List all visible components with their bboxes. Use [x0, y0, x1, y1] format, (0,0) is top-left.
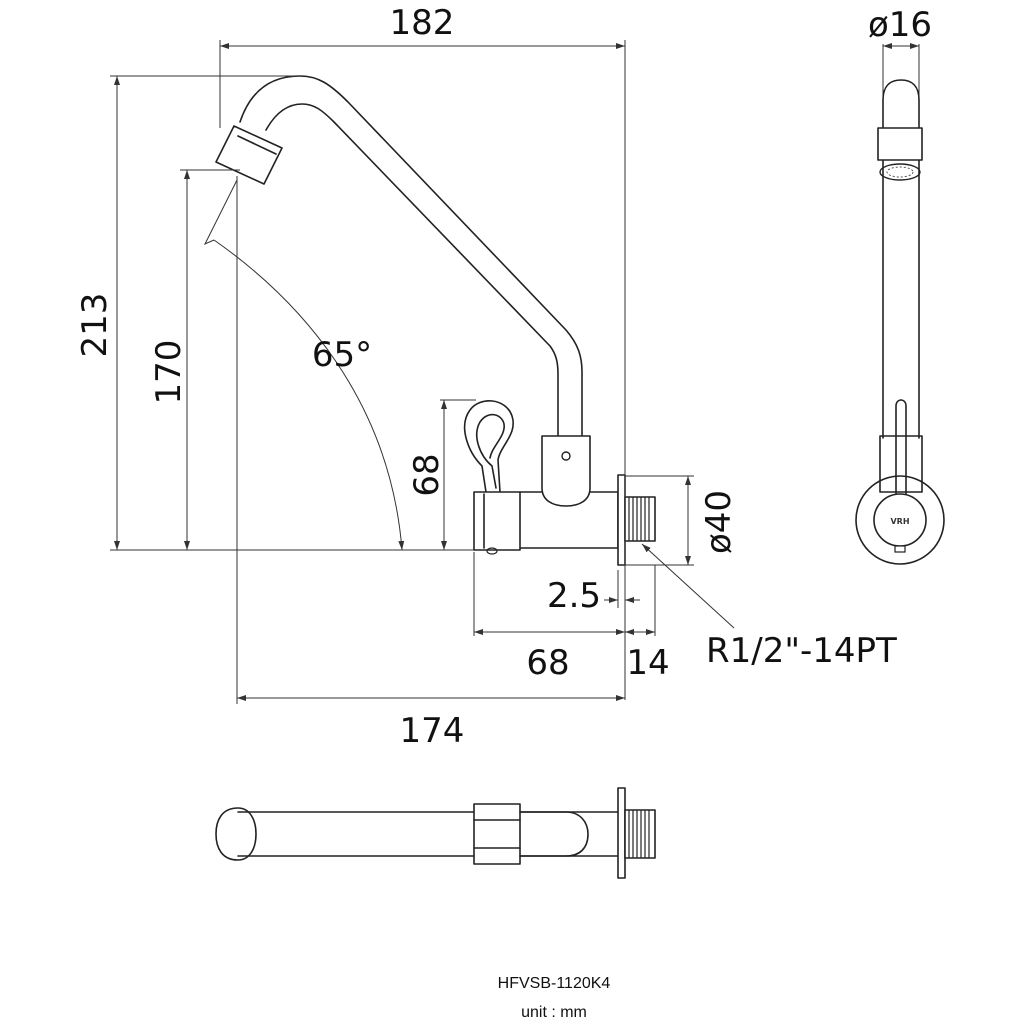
- thread-lines: [628, 497, 650, 541]
- thread-leader: [641, 543, 735, 629]
- spout-tube-inner: [265, 103, 559, 437]
- top-handle-block: [473, 803, 521, 865]
- side-aerator: [877, 127, 923, 161]
- angle-arc: [213, 239, 405, 551]
- top-thread-lines: [628, 810, 650, 858]
- dim-16-label: ø16: [868, 5, 932, 45]
- handle-block: [473, 491, 521, 551]
- top-view: [215, 787, 656, 879]
- dim-14-label: 14: [626, 643, 669, 683]
- logo-mark: VRH: [890, 517, 909, 526]
- thread-spec-label: R1/2"-14PT: [706, 631, 897, 671]
- top-thread: [624, 809, 656, 859]
- dim-170-label: 170: [149, 340, 189, 405]
- dim-182-label: 182: [390, 3, 455, 43]
- model-number: HFVSB-1120K4: [498, 975, 611, 992]
- dim-2-5-label: 2.5: [547, 576, 601, 616]
- side-view: VRH: [855, 43, 945, 565]
- dim-40-label: ø40: [699, 490, 739, 554]
- side-screw: [894, 545, 906, 553]
- dim-68-vertical-label: 68: [407, 453, 447, 496]
- top-flange: [617, 787, 626, 879]
- side-lever: [895, 399, 907, 521]
- aerator: [215, 125, 283, 185]
- handle-screw: [486, 547, 498, 555]
- aerator-ring: [237, 135, 277, 155]
- angle-ray: [203, 179, 238, 246]
- side-collar: [879, 435, 923, 493]
- top-spout-tip: [215, 807, 257, 861]
- flange-plate: [617, 474, 626, 566]
- lever-handle-inner: [476, 413, 505, 489]
- top-body: [519, 811, 619, 857]
- lever-handle: [463, 400, 514, 493]
- dim-213-label: 213: [75, 293, 115, 358]
- side-flange: [855, 475, 945, 565]
- swivel-collar: [541, 435, 591, 507]
- spout-tube: [239, 75, 583, 437]
- dim-68-horizontal-label: 68: [526, 643, 569, 683]
- side-aerator-mesh: [879, 163, 921, 181]
- dimension-lines: [110, 40, 735, 704]
- dimension-labels: 182 213 170 65° 68 ø40 2.5 68 14 174 R1/…: [75, 3, 932, 751]
- set-screw: [561, 451, 571, 461]
- top-spout-tube: [237, 811, 589, 857]
- unit-label: unit : mm: [521, 1004, 587, 1021]
- side-aerator-mesh-inner: [886, 166, 914, 178]
- dim-174-label: 174: [400, 711, 465, 751]
- angle-label: 65°: [312, 335, 372, 375]
